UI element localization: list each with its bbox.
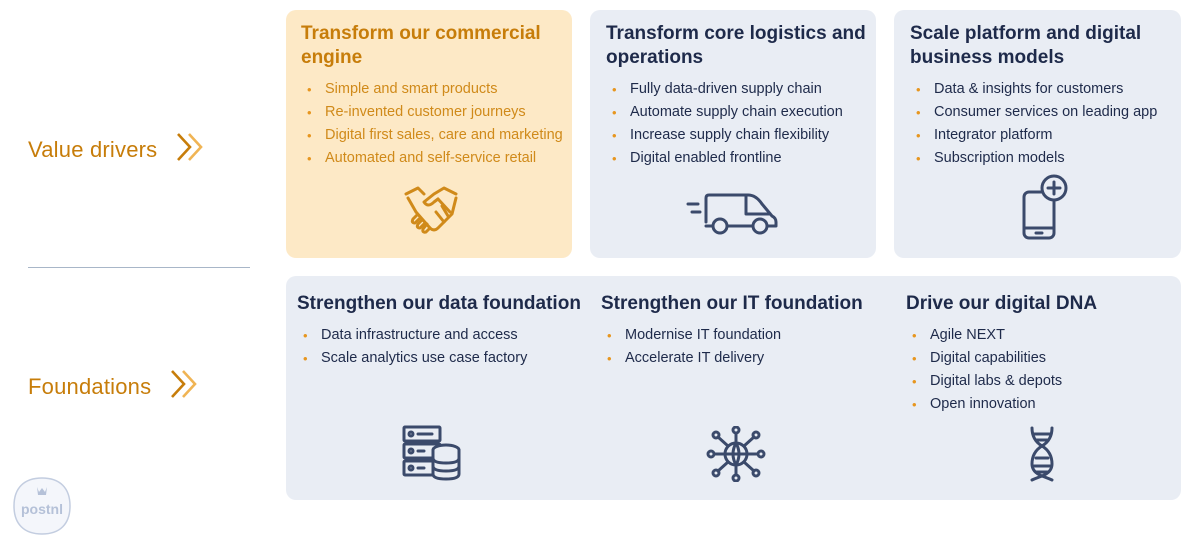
foundation-bullets: Agile NEXT Digital capabilities Digital … [906, 324, 1097, 416]
list-item: Accelerate IT delivery [601, 347, 863, 370]
card-title: Transform our commercial engine [301, 23, 541, 68]
double-chevron-right-icon [175, 131, 207, 169]
handshake-icon [402, 182, 460, 245]
list-item: Fully data-driven supply chain [606, 78, 862, 101]
value-drivers-text: Value drivers [28, 137, 158, 162]
list-item: Increase supply chain flexibility [606, 124, 862, 147]
value-drivers-label: Value drivers [28, 131, 207, 169]
list-item: Agile NEXT [906, 324, 1097, 347]
list-item: Digital labs & depots [906, 370, 1097, 393]
list-item: Re-invented customer journeys [301, 101, 558, 124]
card-commercial-engine: Transform our commercial engine Simple a… [286, 10, 572, 258]
list-item: Digital first sales, care and marketing [301, 124, 563, 147]
card-bullets: Fully data-driven supply chain Automate … [606, 78, 862, 170]
foundation-bullets: Modernise IT foundation Accelerate IT de… [601, 324, 863, 370]
card-platform-business: Scale platform and digital business mode… [894, 10, 1181, 258]
dna-icon [1026, 426, 1058, 487]
double-chevron-right-icon [169, 368, 201, 406]
card-foundations: Strengthen our data foundation Data infr… [286, 276, 1181, 500]
foundation-title: Drive our digital DNA [906, 293, 1098, 314]
list-item: Subscription models [910, 147, 1167, 170]
list-item: Simple and smart products [301, 78, 558, 101]
foundation-it: Strengthen our IT foundation Modernise I… [601, 292, 863, 370]
foundation-data: Strengthen our data foundation Data infr… [297, 292, 581, 370]
section-divider [28, 267, 250, 268]
foundation-digital-dna: Drive our digital DNA Agile NEXT Digital… [906, 292, 1097, 416]
list-item: Automate supply chain execution [606, 101, 862, 124]
list-item: Data infrastructure and access [297, 324, 581, 347]
postnl-logo: postnl [10, 474, 74, 543]
card-bullets: Data & insights for customers Consumer s… [910, 78, 1167, 170]
foundation-bullets: Data infrastructure and access Scale ana… [297, 324, 581, 370]
list-item: Automated and self-service retail [301, 147, 558, 170]
logo-text: postnl [21, 501, 63, 517]
card-bullets: Simple and smart products Re-invented cu… [301, 78, 563, 170]
list-item: Data & insights for customers [910, 78, 1167, 101]
list-item: Consumer services on leading app [910, 101, 1167, 124]
foundation-title: Strengthen our IT foundation [601, 293, 863, 314]
foundation-title: Strengthen our data foundation [297, 293, 581, 314]
list-item: Integrator platform [910, 124, 1167, 147]
list-item: Digital capabilities [906, 347, 1097, 370]
network-globe-icon [706, 425, 766, 487]
van-icon [686, 190, 782, 241]
card-title: Transform core logistics and operations [606, 23, 866, 68]
foundations-label: Foundations [28, 368, 201, 406]
card-title: Scale platform and digital business mode… [910, 23, 1142, 68]
list-item: Open innovation [906, 393, 1097, 416]
phone-plus-icon [1020, 172, 1072, 247]
card-core-logistics: Transform core logistics and operations … [590, 10, 876, 258]
foundations-text: Foundations [28, 374, 152, 399]
list-item: Digital enabled frontline [606, 147, 862, 170]
database-server-icon [402, 424, 462, 487]
list-item: Modernise IT foundation [601, 324, 863, 347]
list-item: Scale analytics use case factory [297, 347, 581, 370]
